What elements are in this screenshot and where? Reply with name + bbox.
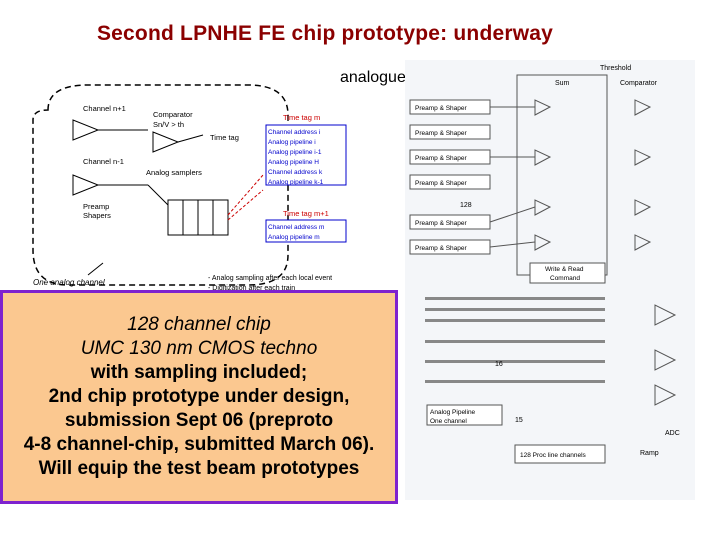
threshold-label: Threshold (600, 65, 631, 72)
svg-text:Preamp & Shaper: Preamp & Shaper (415, 220, 468, 227)
block2-header: Time tag m+1 (283, 209, 329, 218)
block2-rows: Channel address m Analog pipeline m (265, 219, 347, 243)
svg-text:Analog pipeline k-1: Analog pipeline k-1 (268, 179, 324, 186)
sum-label: Sum (555, 80, 570, 87)
channel-mid-label: Channel n-1 (83, 157, 124, 166)
adc-triangles (654, 304, 677, 406)
write-read-label: Write & Read (545, 266, 584, 273)
time-tag-label: Time tag (210, 133, 239, 142)
comparator-triangles (489, 99, 652, 251)
callout-line-6: 4-8 channel-chip, submitted March 06). (23, 434, 375, 455)
svg-text:Channel address k: Channel address k (268, 169, 323, 176)
svg-text:Channel address i: Channel address i (268, 129, 320, 136)
svg-text:Preamp & Shaper: Preamp & Shaper (415, 105, 468, 112)
callout-line-7: Will equip the test beam prototypes (38, 458, 360, 479)
analog-samplers-label: Analog samplers (146, 168, 202, 177)
svg-text:Analog pipeline i-1: Analog pipeline i-1 (268, 149, 322, 156)
pipeline-label: Analog Pipeline (430, 409, 476, 416)
count-16: 16 (495, 361, 503, 368)
analog-channel-diagram: Channel n+1 Channel n-1 Preamp Shapers C… (32, 84, 347, 292)
shapers-label: Shapers (83, 211, 111, 220)
preamp-rows: Preamp & Shaper Preamp & Shaper Preamp &… (409, 99, 491, 255)
channel-top-label: Channel n+1 (83, 104, 126, 113)
preamp-label: Preamp (83, 202, 109, 211)
adc-label: ADC (665, 430, 680, 437)
svg-text:Analog pipeline H: Analog pipeline H (268, 159, 319, 166)
readout-chip-diagram: Threshold Sum Comparator Preamp & Shaper… (405, 60, 695, 500)
analogue-label: analogue (340, 69, 406, 86)
svg-text:Preamp & Shaper: Preamp & Shaper (415, 180, 468, 187)
svg-text:Channel address m: Channel address m (268, 224, 324, 231)
pipeline-bars (425, 297, 605, 383)
command-label: Command (550, 275, 580, 282)
callout-line-3: with sampling included; (90, 362, 308, 383)
block1-rows: Channel address i Analog pipeline i Anal… (265, 124, 347, 186)
callout-line-1: 128 channel chip (127, 314, 271, 335)
svg-text:Analog pipeline i: Analog pipeline i (268, 139, 316, 146)
note-digitization: - Digitization after each train (208, 285, 295, 292)
callout-line-4: 2nd chip prototype under design, (48, 386, 350, 407)
svg-text:Preamp & Shaper: Preamp & Shaper (415, 245, 468, 252)
slide-title: Second LPNHE FE chip prototype: underway (96, 22, 554, 45)
svg-text:Preamp & Shaper: Preamp & Shaper (415, 155, 468, 162)
comparator-threshold: Sn/V > th (153, 120, 184, 129)
count-15: 15 (515, 417, 523, 424)
ramp-label: Ramp (640, 450, 659, 457)
comparator-label: Comparator (620, 80, 658, 87)
svg-text:Analog pipeline m: Analog pipeline m (268, 234, 320, 241)
one-channel-label: One analog channel (33, 278, 105, 287)
proc-line-label: 128 Proc line channels (520, 452, 587, 459)
svg-text:Preamp & Shaper: Preamp & Shaper (415, 130, 468, 137)
pipeline-sub-label: One channel (430, 418, 467, 425)
callout-line-2: UMC 130 nm CMOS techno (80, 338, 318, 359)
count-128: 128 (460, 202, 472, 209)
summary-callout: 128 channel chip UMC 130 nm CMOS techno … (0, 290, 398, 504)
comparator-title: Comparator (153, 110, 193, 119)
note-sampling: - Analog sampling after each local event (208, 275, 332, 282)
block1-header: Time tag m (283, 113, 320, 122)
callout-line-5: submission Sept 06 (preproto (64, 410, 334, 431)
